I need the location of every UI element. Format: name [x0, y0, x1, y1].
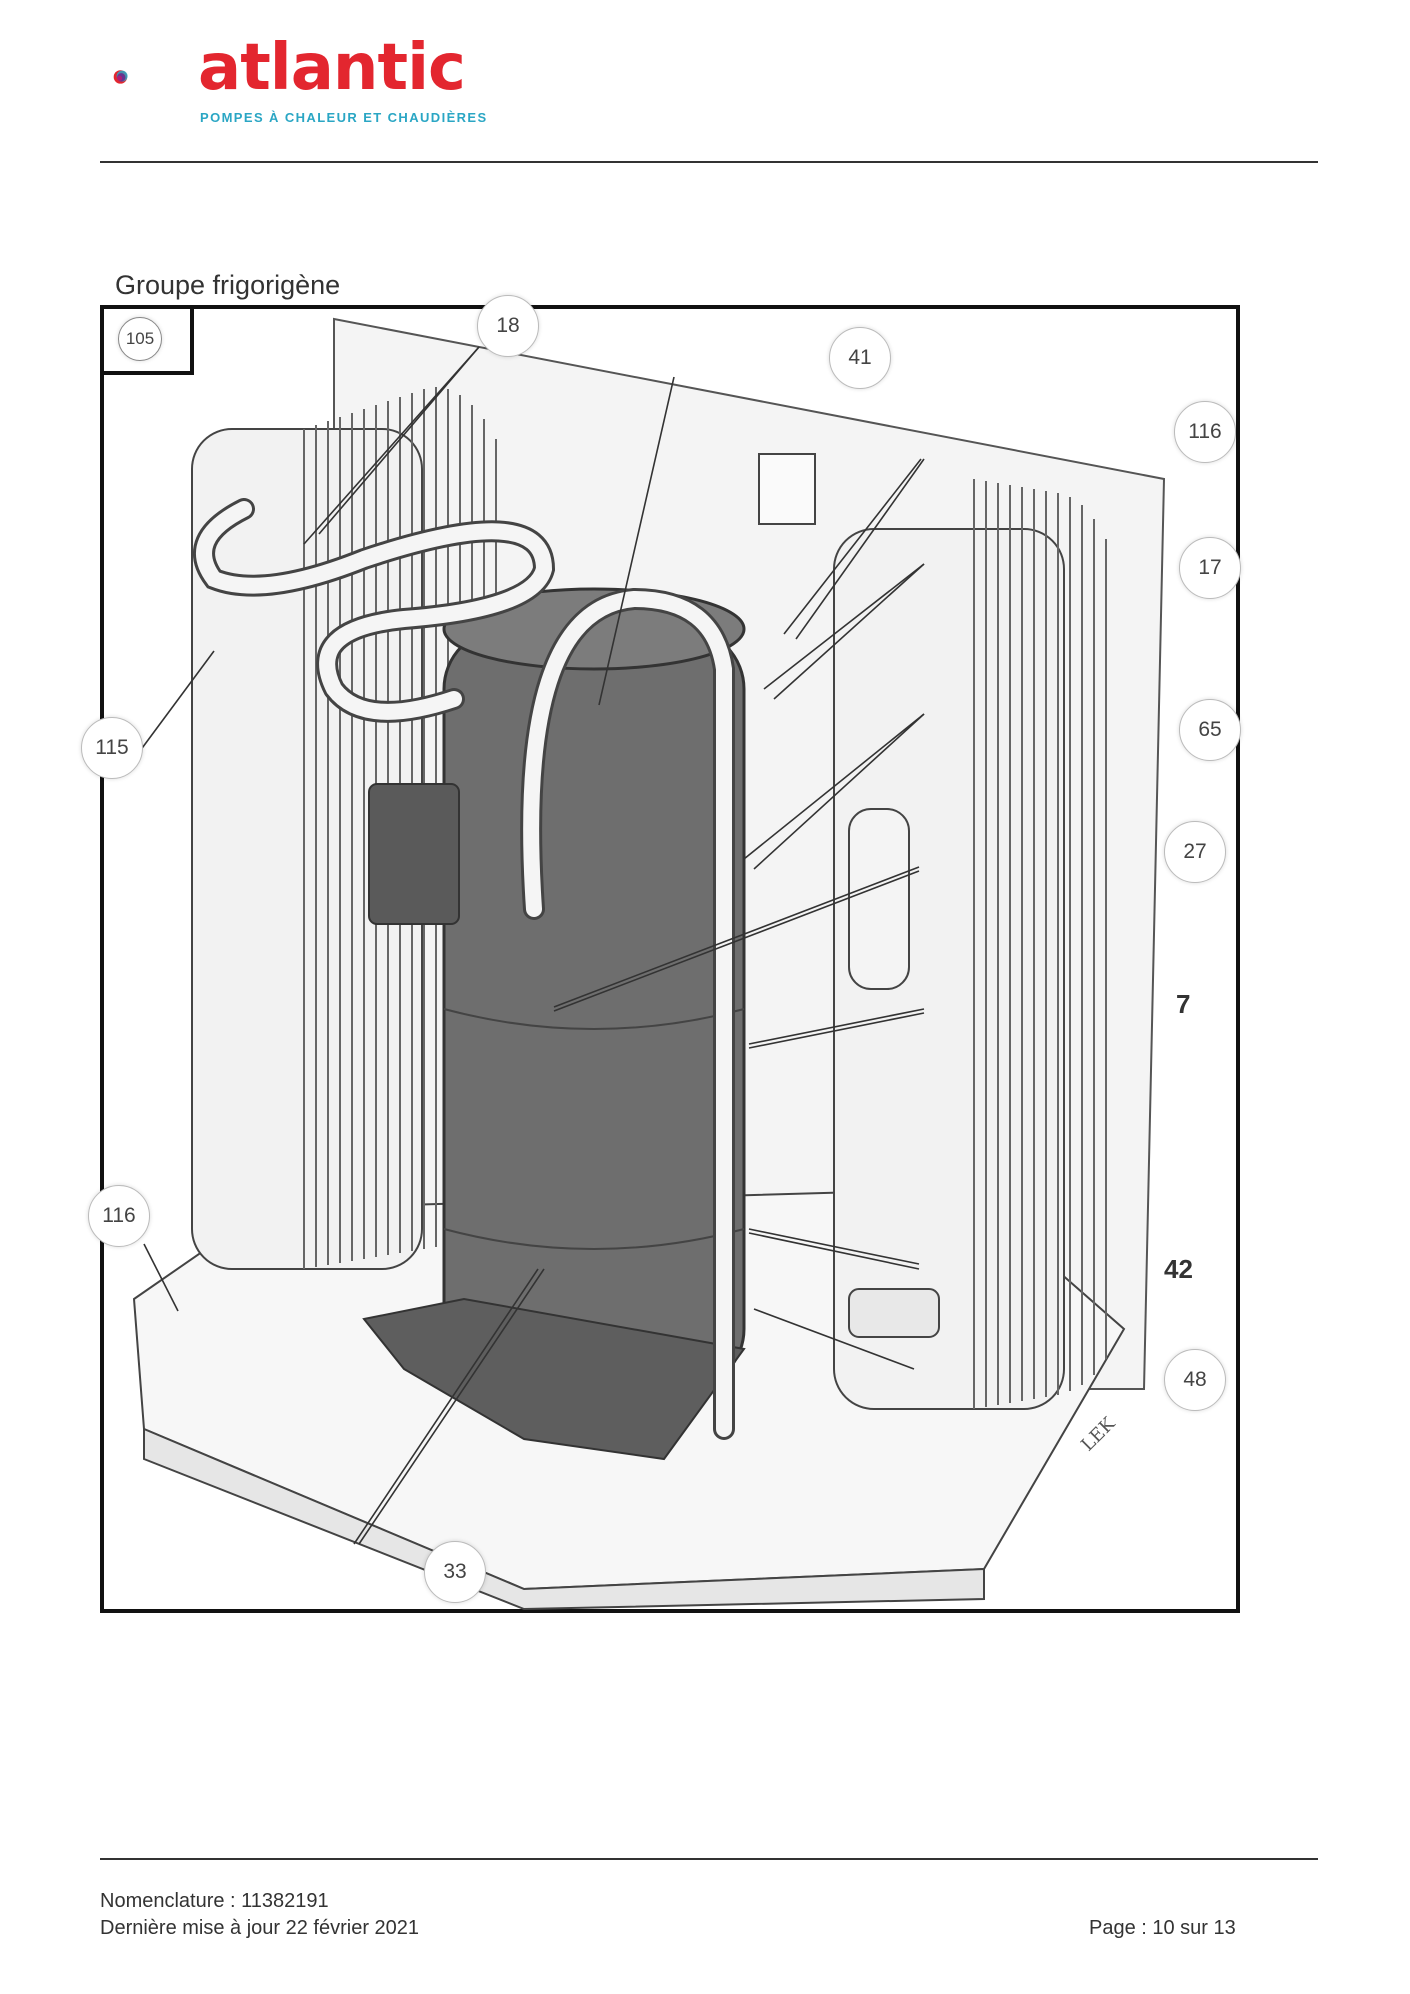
callout-18: 18 [477, 295, 539, 357]
header-divider [100, 161, 1318, 163]
page-number: Page : 10 sur 13 [1089, 1917, 1236, 1939]
label-42: 42 [1164, 1254, 1193, 1284]
callout-41: 41 [829, 327, 891, 389]
brand-tagline: POMPES À CHALEUR ET CHAUDIÈRES [200, 110, 488, 125]
callout-65: 65 [1179, 699, 1241, 761]
brand-name: atlantic [198, 31, 466, 105]
callout-116-bottom: 116 [88, 1185, 150, 1247]
callout-27: 27 [1164, 821, 1226, 883]
callout-116-top: 116 [1174, 401, 1236, 463]
atlantic-logo-icon [113, 70, 128, 84]
callout-115: 115 [81, 717, 143, 779]
refrigeration-unit-figure: 105 18 41 116 17 115 65 27 7 116 42 48 3… [81, 295, 1241, 1613]
footer-divider [100, 1858, 1318, 1860]
last-update-text: Dernière mise à jour 22 février 2021 [100, 1917, 420, 1939]
refrigeration-unit-illustration [132, 317, 1166, 1611]
section-title: Groupe frigorigène [115, 270, 341, 300]
callout-17: 17 [1179, 537, 1241, 599]
callout-33: 33 [424, 1541, 486, 1603]
callout-105: 105 [118, 317, 162, 361]
callout-48: 48 [1164, 1349, 1226, 1411]
label-7: 7 [1176, 989, 1191, 1019]
nomenclature-text: Nomenclature : 11382191 [100, 1890, 329, 1912]
